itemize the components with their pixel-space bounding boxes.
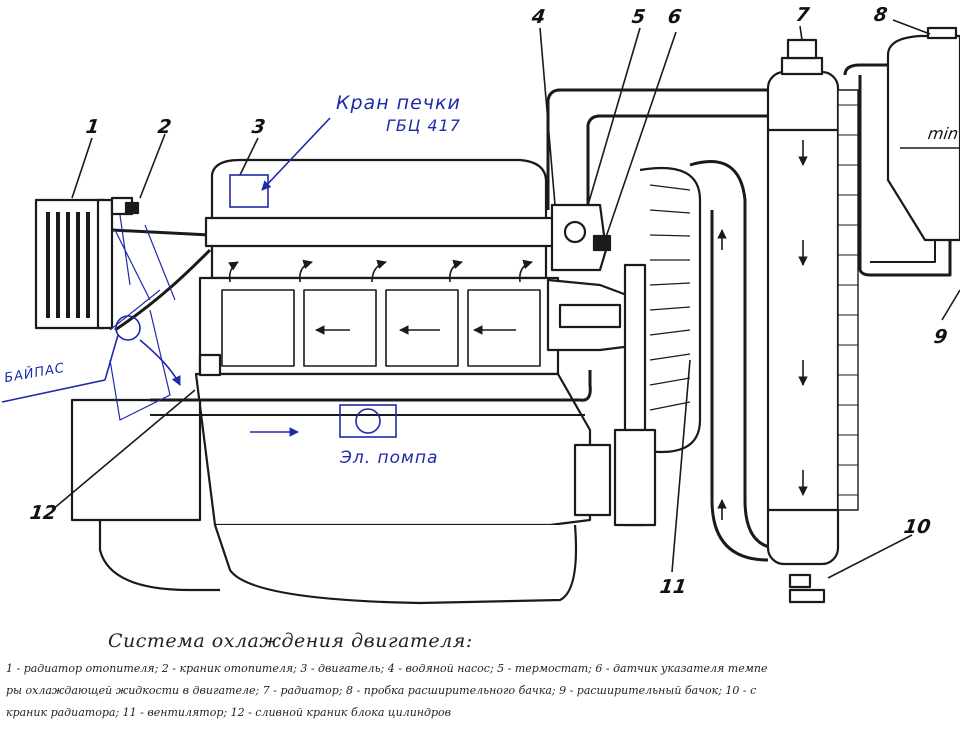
note-electric-pump: Эл. помпа bbox=[340, 448, 439, 468]
heater-radiator bbox=[34, 198, 114, 330]
caption-title: Система охлаждения двигателя: bbox=[108, 630, 473, 652]
legend-line: краник радиатора; 11 - вентилятор; 12 - … bbox=[6, 706, 452, 719]
cooling-system-diagram bbox=[1, 19, 960, 605]
tank-min-mark: min bbox=[926, 124, 960, 143]
label-10: 10 bbox=[902, 516, 932, 538]
note-heater-valve: Кран печки bbox=[336, 92, 461, 114]
legend: 1 - радиатор отопителя; 2 - краник отопи… bbox=[6, 658, 960, 724]
cooling-fan bbox=[613, 166, 702, 527]
heater-tap bbox=[110, 196, 140, 216]
label-12: 12 bbox=[28, 502, 58, 524]
expansion-tank bbox=[843, 26, 960, 277]
main-radiator bbox=[766, 38, 859, 604]
note-heater-valve-model: ГБЦ 417 bbox=[386, 116, 461, 135]
water-pump bbox=[550, 203, 612, 272]
legend-line: 1 - радиатор отопителя; 2 - краник отопи… bbox=[6, 662, 768, 675]
label-11: 11 bbox=[658, 576, 688, 598]
legend-line: ры охлаждающей жидкости в двигателе; 7 -… bbox=[6, 684, 757, 697]
engine-block bbox=[70, 158, 612, 605]
